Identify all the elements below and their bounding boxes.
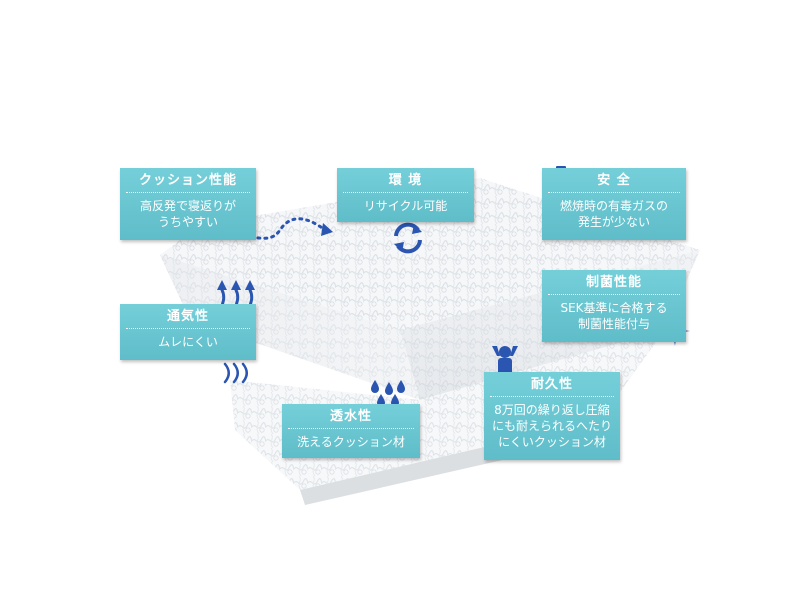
feature-title: 安 全 xyxy=(548,168,680,193)
feature-description: SEK基準に合格する 制菌性能付与 xyxy=(560,301,668,331)
feature-card-eco: 環 境 リサイクル可能 xyxy=(337,168,474,222)
feature-description: リサイクル可能 xyxy=(363,199,448,213)
feature-card-breathability: 通気性 ムレにくい xyxy=(120,304,256,360)
water-drops-icon xyxy=(371,380,405,406)
feature-title: クッション性能 xyxy=(126,168,250,193)
feature-title: 透水性 xyxy=(288,404,414,429)
recycle-icon xyxy=(394,222,422,254)
dotted-arrow-icon xyxy=(228,217,333,240)
feature-title: 制菌性能 xyxy=(548,270,680,295)
feature-card-antibacterial: 制菌性能 SEK基準に合格する 制菌性能付与 xyxy=(542,270,686,342)
feature-description: ムレにくい xyxy=(158,335,218,349)
feature-description: 高反発で寝返りが うちやすい xyxy=(139,199,236,229)
feature-description: 燃焼時の有毒ガスの 発生が少ない xyxy=(559,199,668,229)
feature-title: 環 境 xyxy=(343,168,468,193)
feature-card-durability: 耐久性 8万回の繰り返し圧縮 にも耐えられるへたり にくいクッション材 xyxy=(484,372,620,460)
feature-title: 耐久性 xyxy=(490,372,614,397)
feature-description: 洗えるクッション材 xyxy=(297,435,405,449)
feature-card-safety: 安 全 燃焼時の有毒ガスの 発生が少ない xyxy=(542,168,686,240)
feature-title: 通気性 xyxy=(126,304,250,329)
feature-card-permeability: 透水性 洗えるクッション材 xyxy=(282,404,420,458)
feature-card-cushion: クッション性能 高反発で寝返りが うちやすい xyxy=(120,168,256,240)
wave-icon xyxy=(223,362,248,384)
feature-description: 8万回の繰り返し圧縮 にも耐えられるへたり にくいクッション材 xyxy=(491,403,612,449)
